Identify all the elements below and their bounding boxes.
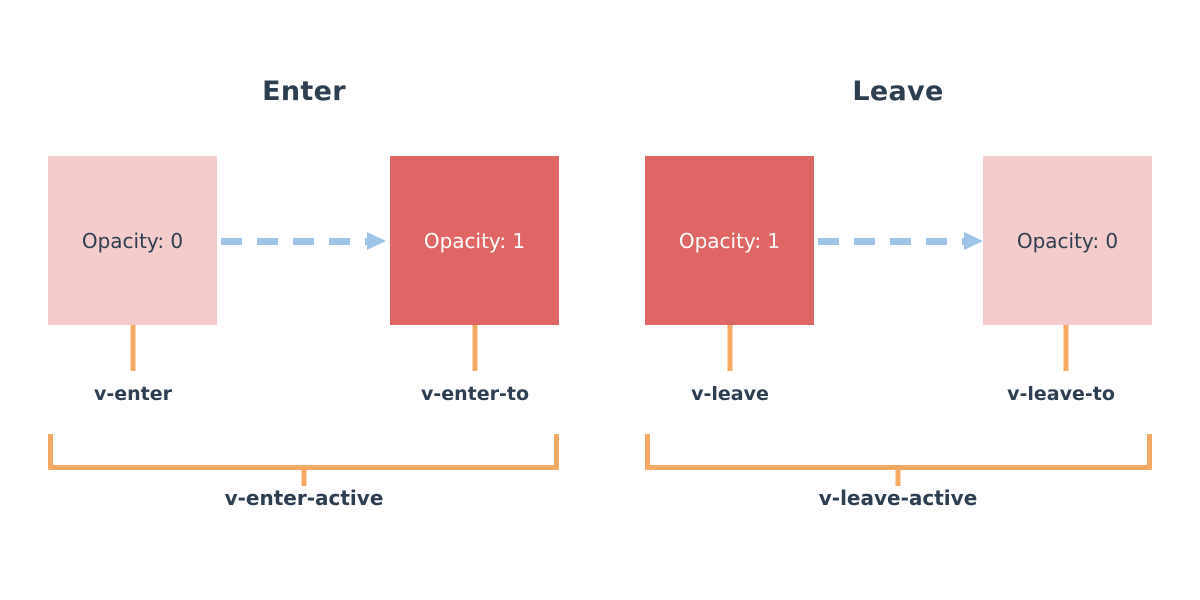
class-label-v-leave-to: v-leave-to (1007, 383, 1115, 405)
state-box-label: Opacity: 0 (1016, 228, 1119, 253)
state-box-label: Opacity: 1 (423, 228, 526, 253)
bracket-bar (645, 465, 1152, 470)
group-title-leave: Leave (852, 76, 944, 107)
bracket-stem-v-leave-active (895, 470, 901, 486)
bracket-stem-v-enter-active (301, 470, 307, 486)
bracket-tick-left (645, 434, 650, 470)
class-label-v-enter: v-enter (93, 383, 173, 405)
group-title-enter: Enter (262, 76, 346, 107)
bracket-v-leave-active (645, 430, 1152, 470)
bracket-tick-left (48, 434, 53, 470)
bracket-tick-right (554, 434, 559, 470)
class-label-v-enter-to: v-enter-to (420, 383, 530, 405)
state-box-v-enter: Opacity: 0 (48, 156, 217, 325)
leader-line-v-leave (727, 325, 733, 371)
arrow-shaft-icon (818, 238, 964, 245)
state-box-v-leave-to: Opacity: 0 (983, 156, 1152, 325)
state-box-label: Opacity: 0 (81, 228, 184, 253)
bracket-v-enter-active (48, 430, 559, 470)
state-box-label: Opacity: 1 (678, 228, 781, 253)
arrow-head-icon (367, 232, 386, 250)
leader-line-v-leave-to (1063, 325, 1069, 371)
bracket-tick-right (1147, 434, 1152, 470)
leader-line-v-enter (130, 325, 136, 371)
state-box-v-enter-to: Opacity: 1 (390, 156, 559, 325)
bracket-bar (48, 465, 559, 470)
leader-line-v-enter-to (472, 325, 478, 371)
bracket-label-v-enter-active: v-enter-active (224, 486, 384, 510)
class-label-v-leave: v-leave (691, 383, 769, 405)
state-box-v-leave: Opacity: 1 (645, 156, 814, 325)
transition-arrow-leave (818, 232, 983, 250)
arrow-head-icon (964, 232, 983, 250)
bracket-label-v-leave-active: v-leave-active (818, 486, 978, 510)
arrow-shaft-icon (221, 238, 367, 245)
transition-arrow-enter (221, 232, 386, 250)
